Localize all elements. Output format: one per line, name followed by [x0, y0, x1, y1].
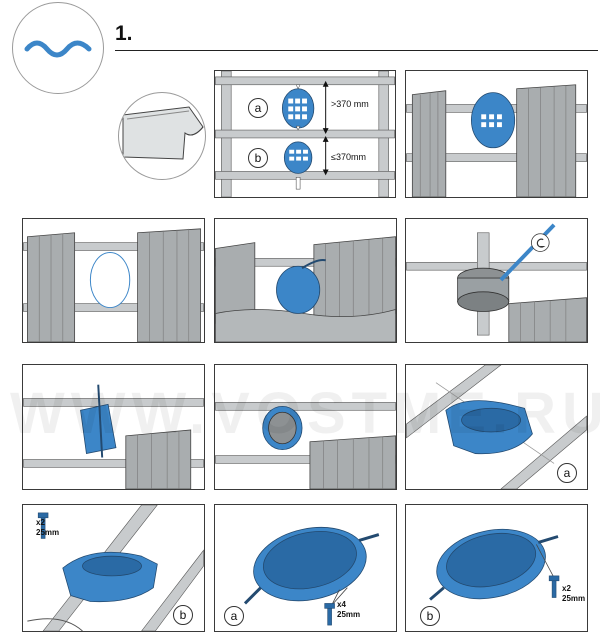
screw-size-b: 25mm — [36, 528, 60, 537]
side-view-illustration — [23, 365, 204, 489]
screw-size-oval-b: 25mm — [562, 594, 586, 603]
panel-sealant — [405, 218, 588, 343]
label-option-b: b — [248, 148, 268, 168]
screw-count-b: x2 — [36, 518, 45, 527]
panel-oval-a — [214, 504, 397, 632]
label-step-a: a — [557, 463, 577, 483]
wave-profile-icon — [24, 40, 92, 58]
template-on-tiles-illustration — [406, 71, 587, 197]
measure-greater: >370 mm — [331, 99, 369, 109]
sealant-illustration — [406, 219, 587, 342]
measure-less-equal: ≤370mm — [331, 152, 366, 162]
label-oval-a: a — [224, 606, 244, 626]
screw-count-oval-a: x4 — [337, 600, 346, 609]
roof-profile-icon-badge — [12, 2, 104, 94]
label-oval-b: b — [420, 606, 440, 626]
insert-template-illustration — [215, 219, 396, 342]
profile-sheet-badge — [118, 92, 206, 180]
fitted-ring-illustration — [215, 365, 396, 489]
step-a-illustration — [406, 365, 587, 489]
panel-template-on-tiles — [405, 70, 588, 198]
label-step-b: b — [173, 605, 193, 625]
screw-count-oval-b: x2 — [562, 584, 571, 593]
profile-sheet-icon — [122, 106, 204, 160]
batten-measure-illustration — [215, 71, 395, 197]
panel-screws-b — [22, 504, 205, 632]
panel-cut-outline — [22, 218, 205, 343]
panel-insert-template — [214, 218, 397, 343]
label-option-a: a — [248, 98, 268, 118]
cut-outline-illustration — [23, 219, 204, 342]
oval-a-illustration — [215, 505, 396, 631]
step-number: 1. — [115, 22, 133, 45]
step-divider — [115, 50, 598, 51]
screws-b-illustration — [23, 505, 204, 631]
panel-batten-measure — [214, 70, 396, 198]
panel-fitted-ring — [214, 364, 397, 490]
screw-size-oval-a: 25mm — [337, 610, 361, 619]
panel-side-view — [22, 364, 205, 490]
